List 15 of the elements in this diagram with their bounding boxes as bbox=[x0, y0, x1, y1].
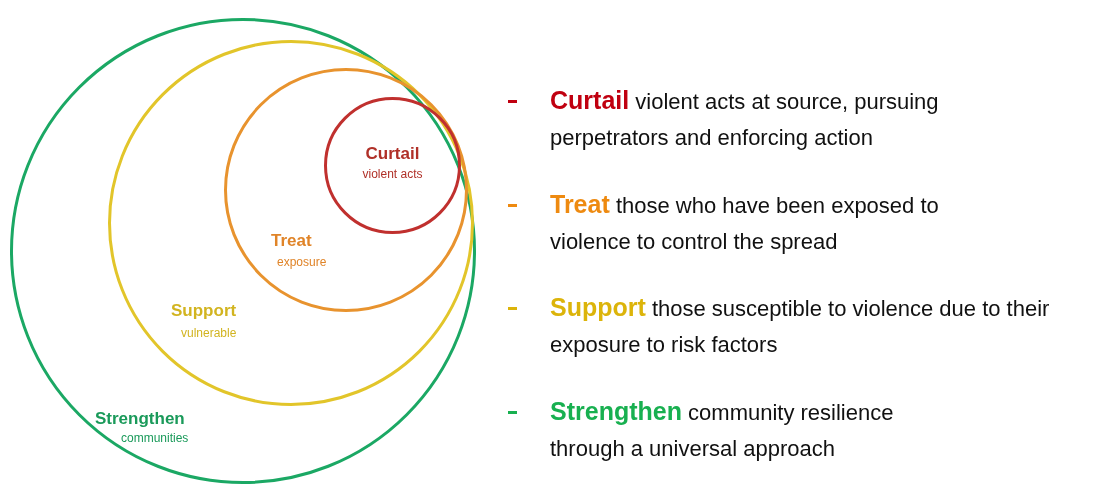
circle-title: Treat bbox=[271, 231, 312, 251]
circle-subtitle: exposure bbox=[277, 255, 327, 269]
bullet-text: Curtail violent acts at source, pursuing perpetrators and enforcing action bbox=[550, 85, 940, 152]
circle-ring bbox=[324, 97, 461, 234]
circle-subtitle: violent acts bbox=[362, 167, 423, 181]
bullet-text: Strengthen community resilience through a universal approach bbox=[550, 396, 895, 463]
circle-ring bbox=[108, 40, 474, 406]
circle-subtitle: vulnerable bbox=[181, 326, 237, 340]
bullet-text: Treat those who have been exposed to violence to control the spread bbox=[550, 189, 940, 256]
circle-subtitle: communities bbox=[121, 431, 189, 445]
bullet-text: Support those susceptible to violence due to their exposure to risk factors bbox=[550, 292, 1051, 359]
circle-title: Curtail bbox=[365, 144, 420, 164]
circle-title: Support bbox=[171, 301, 237, 321]
circle-title: Strengthen bbox=[95, 409, 185, 429]
circle-ring bbox=[10, 18, 476, 484]
